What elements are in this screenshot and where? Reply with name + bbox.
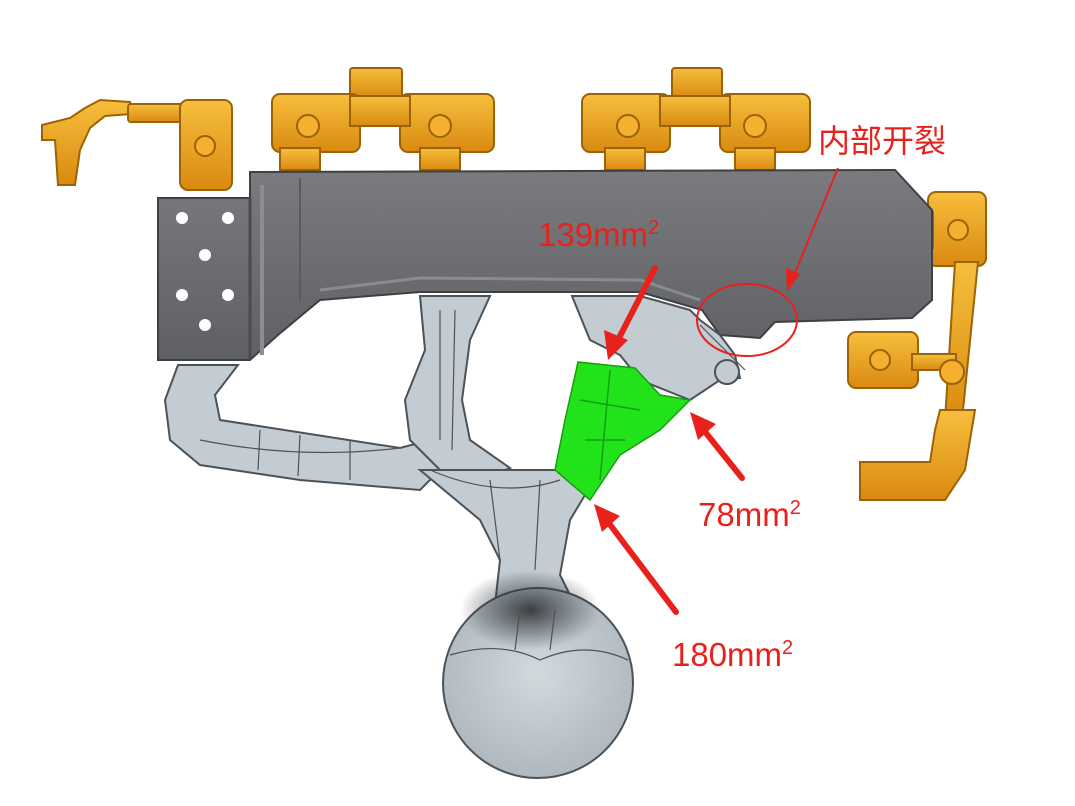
- arrow-78-line: [699, 425, 745, 481]
- highlight-region: [554, 361, 692, 502]
- right-hook-tab: [859, 409, 977, 501]
- die-block: [157, 168, 933, 361]
- mounting-holes: [176, 212, 234, 331]
- area-139-exponent: 2: [648, 217, 660, 239]
- casting-edges: [199, 309, 746, 661]
- area-180-exponent: 2: [782, 637, 794, 659]
- gate-tabs: [41, 67, 987, 501]
- arrow-180-head: [594, 504, 620, 532]
- arrow-78-head: [690, 412, 716, 440]
- crack-label: 内部开裂: [818, 122, 947, 160]
- casting-body: [163, 295, 742, 779]
- arrow-139-head: [604, 330, 628, 360]
- left-runner: [163, 364, 442, 492]
- left-hook-tab: [41, 98, 134, 186]
- area-78-value: 78mm: [698, 496, 790, 533]
- area-78-exponent: 2: [789, 497, 801, 519]
- annotation-marks: [594, 167, 839, 615]
- area-label-139: 139mm2: [538, 218, 659, 251]
- crack-arrow-line: [792, 167, 839, 279]
- area-180-value: 180mm: [672, 636, 783, 673]
- overflow-pin: [714, 359, 740, 385]
- arrow-139-line: [615, 265, 658, 343]
- area-label-78: 78mm2: [698, 498, 801, 531]
- hotspot-shadow: [460, 570, 600, 650]
- area-label-180: 180mm2: [672, 638, 793, 671]
- crack-circle: [696, 283, 798, 357]
- arrow-180-line: [605, 519, 679, 615]
- crack-arrowhead: [786, 268, 800, 292]
- area-139-value: 139mm: [538, 216, 649, 253]
